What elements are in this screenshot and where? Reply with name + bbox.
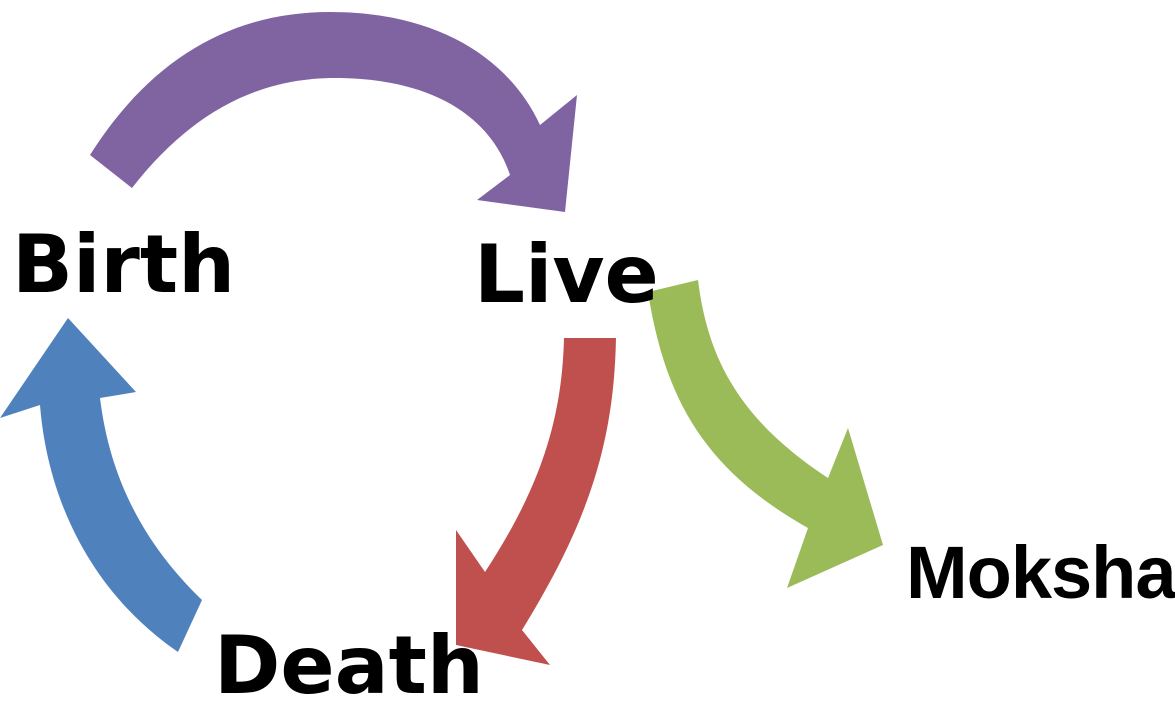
arrow-live-to-death — [456, 338, 616, 665]
label-moksha: Moksha — [906, 531, 1175, 614]
arrow-death-to-birth — [0, 318, 202, 652]
arrow-birth-to-live — [90, 12, 577, 212]
arrow-live-to-moksha — [648, 280, 883, 588]
label-live: Live — [474, 228, 659, 321]
label-death: Death — [214, 619, 484, 712]
label-birth: Birth — [12, 218, 235, 311]
